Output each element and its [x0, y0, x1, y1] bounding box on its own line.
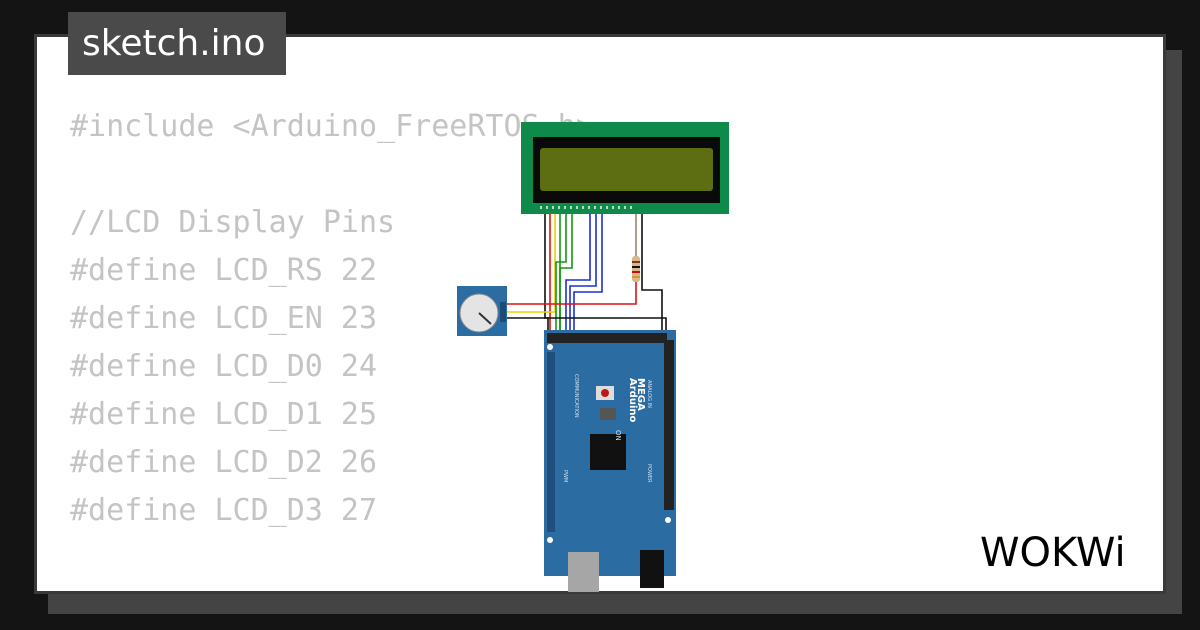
potentiometer[interactable] — [457, 286, 507, 336]
board-power-label: POWER — [646, 464, 652, 483]
arduino-mega-board[interactable]: Arduino ON COMMUNICATION PWM ANALOG IN P… — [544, 330, 676, 592]
code-line: #define LCD_EN 23 — [70, 301, 378, 336]
board-analog-label: ANALOG IN — [646, 380, 652, 408]
code-snippet: #include <Arduino_FreeRTOS.h>//LCD Displ… — [70, 103, 594, 591]
board-on-label: ON — [614, 430, 622, 441]
wires — [504, 214, 667, 336]
code-line: #define LCD_D3 27 — [70, 493, 378, 528]
code-line: #define LCD_D1 25 — [70, 397, 378, 432]
board-model-label: MEGA — [635, 378, 646, 411]
board-pwm-label: PWM — [562, 470, 568, 482]
code-line: //LCD functions with — [70, 583, 594, 591]
board-comm-label: COMMUNICATION — [573, 374, 579, 418]
board-label: Arduino — [627, 378, 638, 422]
wokwi-logo: WOKWi — [980, 530, 1126, 574]
code-line: #define LCD_D0 24 — [70, 349, 378, 384]
resistor[interactable] — [632, 256, 640, 282]
file-tab[interactable]: sketch.ino — [68, 12, 286, 75]
code-line: //LCD Display Pins — [70, 205, 396, 240]
code-line: #define LCD_D2 26 — [70, 445, 378, 480]
code-line: #define LCD_RS 22 — [70, 253, 378, 288]
logo-text: WOKWi — [980, 530, 1126, 574]
lcd-display[interactable] — [521, 122, 729, 214]
